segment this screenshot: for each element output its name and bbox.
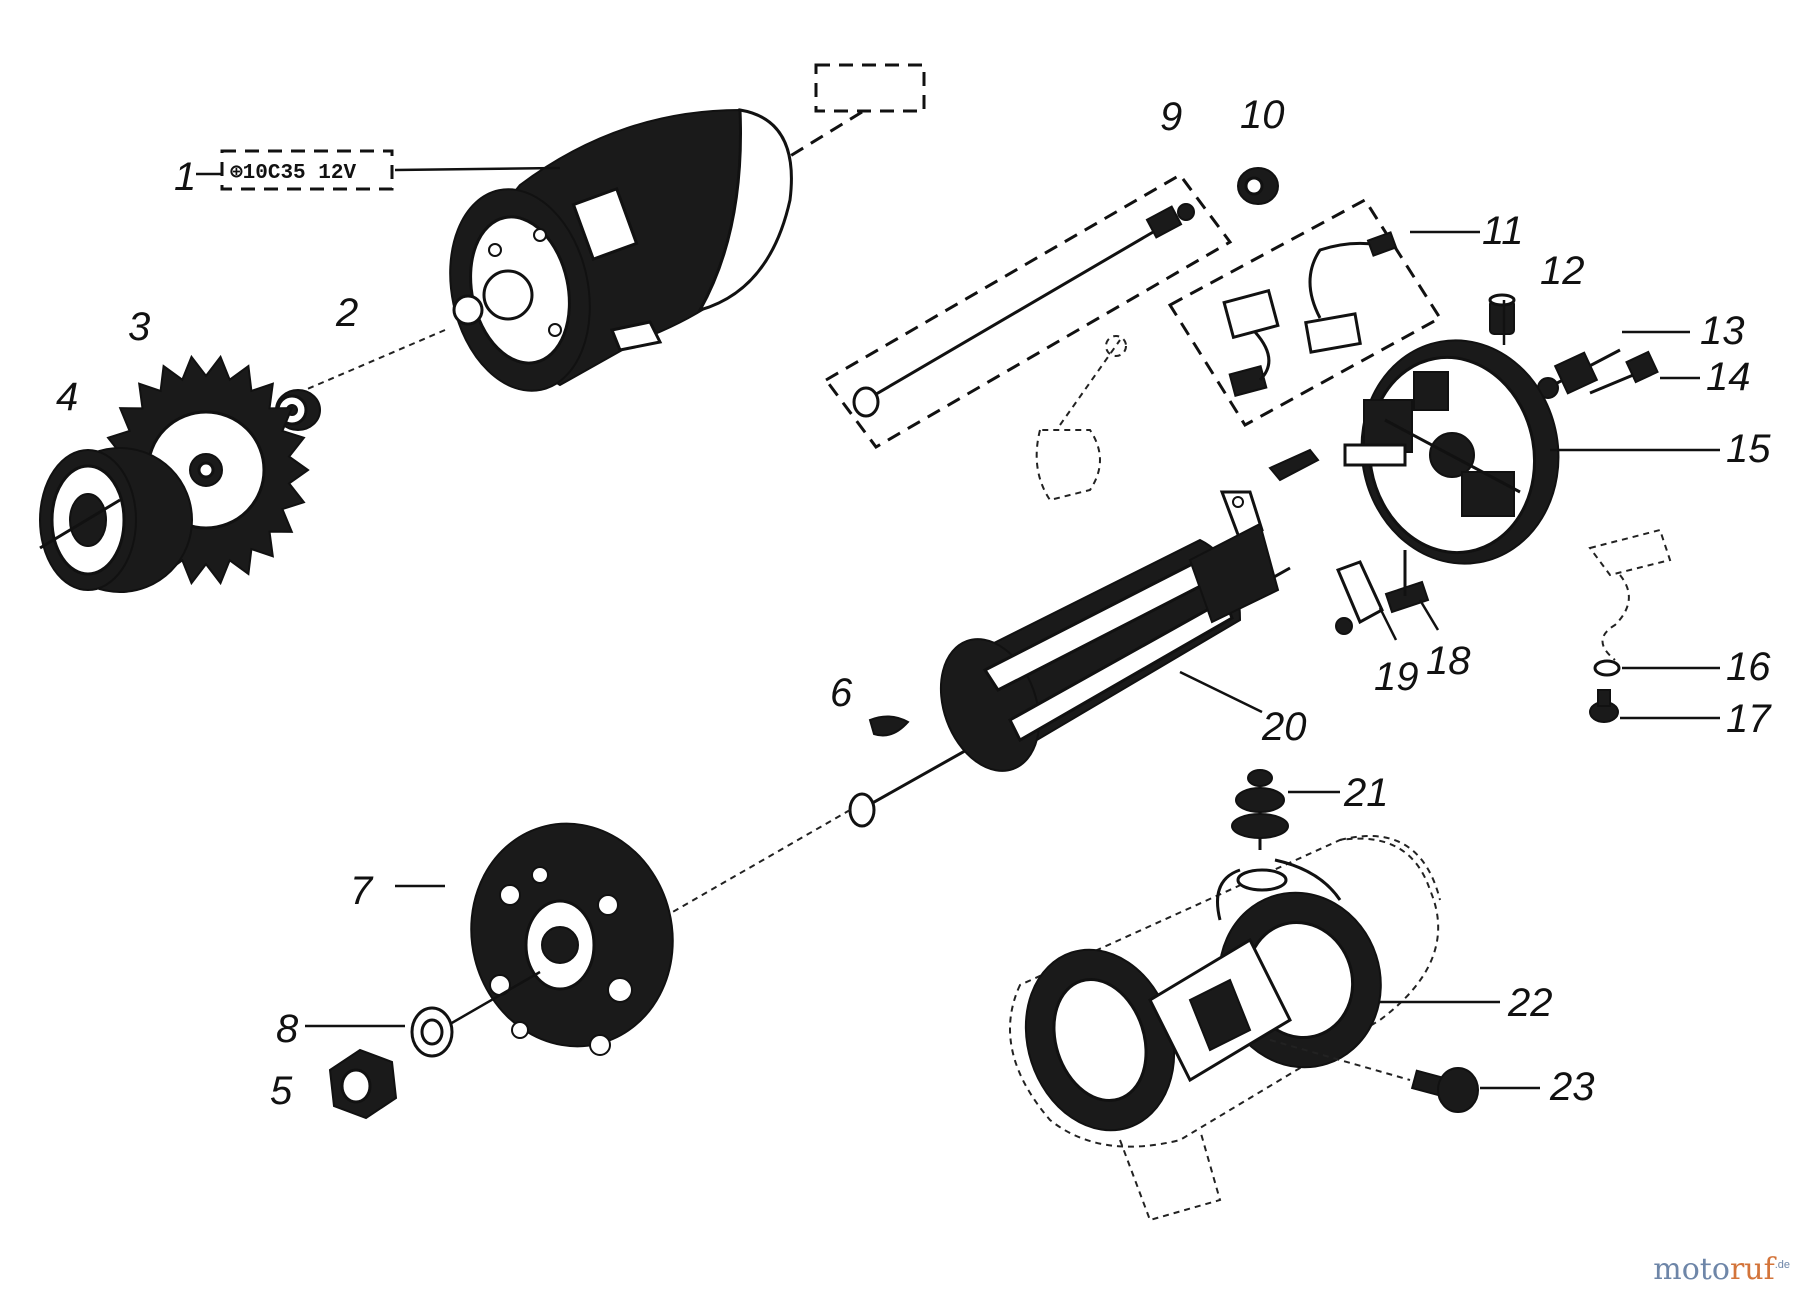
through-bolt bbox=[823, 173, 1233, 449]
field-coils-housing bbox=[1009, 835, 1441, 1222]
commutator-end-plate bbox=[1343, 339, 1560, 565]
brush-kit bbox=[1167, 198, 1443, 427]
ghost-bracket-right bbox=[1588, 528, 1672, 661]
spring-washer bbox=[410, 1006, 454, 1058]
part-number-21: 21 bbox=[1343, 771, 1389, 815]
small-nut bbox=[1237, 167, 1279, 205]
part-number-3: 3 bbox=[128, 305, 150, 349]
generator-assembly bbox=[449, 63, 926, 392]
part-number-11: 11 bbox=[1482, 209, 1524, 253]
watermark-logo: motoruf.de bbox=[1653, 1252, 1790, 1287]
ghost-bracket-left bbox=[1035, 335, 1127, 502]
part-number-22: 22 bbox=[1507, 981, 1553, 1025]
model-plate-frame bbox=[220, 149, 394, 191]
part-number-18: 18 bbox=[1426, 639, 1471, 683]
brush-arm-upper bbox=[1219, 448, 1320, 543]
part-number-4: 4 bbox=[56, 375, 78, 419]
hex-nut bbox=[328, 1048, 398, 1120]
part-number-7: 7 bbox=[350, 869, 374, 913]
part-number-9: 9 bbox=[1160, 95, 1182, 139]
part-number-2: 2 bbox=[335, 291, 358, 335]
part-number-19: 19 bbox=[1374, 655, 1419, 699]
pole-screw bbox=[1410, 1067, 1479, 1113]
terminal-screw bbox=[1589, 350, 1659, 395]
field-terminal bbox=[1231, 769, 1289, 850]
part-number-15: 15 bbox=[1726, 427, 1771, 471]
lock-washer bbox=[1593, 659, 1621, 677]
part-number-12: 12 bbox=[1540, 249, 1585, 293]
part-number-20: 20 bbox=[1261, 705, 1307, 749]
armature bbox=[848, 522, 1291, 828]
terminal-cap bbox=[1488, 293, 1516, 335]
part-number-1: 1 bbox=[174, 155, 196, 199]
terminal-stud bbox=[1537, 348, 1621, 399]
brush-arm-lower bbox=[1335, 560, 1384, 635]
leader-1 bbox=[394, 166, 561, 172]
spring bbox=[1384, 550, 1430, 614]
part-number-5: 5 bbox=[270, 1069, 293, 1113]
fixing-screw bbox=[1589, 689, 1619, 723]
part-number-17: 17 bbox=[1726, 697, 1772, 741]
woodruff-key bbox=[868, 715, 910, 737]
part-number-23: 23 bbox=[1549, 1065, 1595, 1109]
model-plate: ⊕10C35 12V bbox=[230, 162, 356, 185]
part-number-16: 16 bbox=[1726, 645, 1771, 689]
part-number-8: 8 bbox=[276, 1007, 299, 1051]
part-number-14: 14 bbox=[1706, 355, 1751, 399]
pulley bbox=[39, 447, 193, 593]
part-number-6: 6 bbox=[830, 671, 853, 715]
drive-end-plate bbox=[470, 822, 674, 1056]
part-number-13: 13 bbox=[1700, 309, 1745, 353]
part-number-10: 10 bbox=[1240, 93, 1285, 137]
